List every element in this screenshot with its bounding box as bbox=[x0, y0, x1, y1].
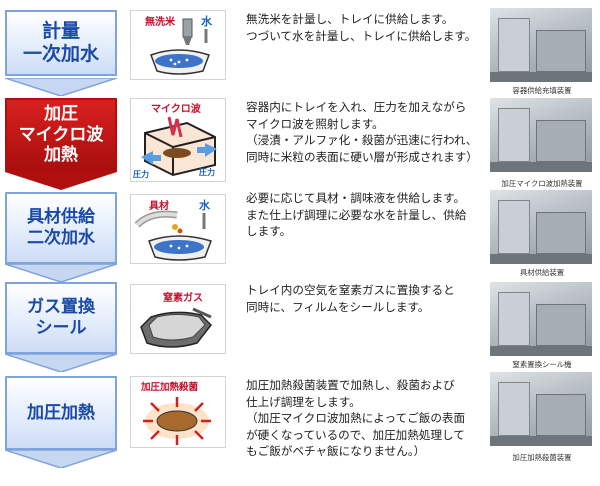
down-arrow-icon bbox=[5, 78, 117, 96]
step-label-box: 具材供給 二次加水 bbox=[5, 192, 117, 264]
step-label: 加圧加熱 bbox=[27, 402, 95, 423]
equipment-photo bbox=[490, 282, 592, 356]
equipment-photo bbox=[490, 98, 592, 172]
step-description: 無洗米を計量し、トレイに供給します。 つづいて水を計量し、トレイに供給します。 bbox=[246, 12, 477, 43]
step-description: トレイ内の空気を窒素ガスに置換すると 同時に、フィルムをシールします。 bbox=[246, 283, 455, 314]
icon-label-water: 水 bbox=[199, 198, 211, 212]
equipment-photo bbox=[490, 372, 592, 446]
down-arrow-icon bbox=[5, 264, 117, 282]
step-description: 容器内にトレイを入れ、圧力を加えながら マイクロ波を照射します。 （浸漬・アルフ… bbox=[246, 100, 478, 164]
rice-water-tray-icon: 無洗米 水 bbox=[130, 10, 226, 80]
down-arrow-icon bbox=[5, 172, 117, 190]
icon-label-nitrogen: 窒素ガス bbox=[163, 291, 203, 304]
pressure-sterilization-icon: 加圧加熱殺菌 bbox=[130, 376, 226, 448]
photo-caption: 具材供給装置 bbox=[519, 268, 565, 277]
step-label: 加圧 マイクロ波 加熱 bbox=[18, 103, 104, 166]
step-label: 計量 一次加水 bbox=[22, 19, 99, 65]
ingredients-water-icon: 具材 水 bbox=[130, 194, 226, 264]
step-label: ガス置換 シール bbox=[27, 297, 95, 338]
step-label-box: 加圧 マイクロ波 加熱 bbox=[5, 98, 117, 172]
photo-caption: 加圧加熱殺菌装置 bbox=[512, 453, 572, 462]
icon-label-ingredients: 具材 bbox=[148, 199, 169, 212]
step-description: 必要に応じて具材・調味液を供給します。 また仕上げ調理に必要な水を計量し、供給 … bbox=[246, 191, 467, 239]
icon-label-sterilization: 加圧加熱殺菌 bbox=[140, 381, 199, 393]
step-description: 加圧加熱殺菌装置で加熱し、殺菌および 仕上げ調理をします。 （加圧マイクロ波加熱… bbox=[246, 378, 466, 459]
icon-label-rice: 無洗米 bbox=[145, 15, 176, 28]
microwave-pressure-icon: マイクロ波 圧力 圧力 bbox=[130, 98, 226, 182]
equipment-photo bbox=[490, 8, 592, 82]
down-arrow-icon bbox=[5, 450, 117, 468]
icon-label-pressure-right: 圧力 bbox=[199, 167, 215, 177]
step-label-box: ガス置換 シール bbox=[5, 282, 117, 354]
icon-label-water: 水 bbox=[201, 14, 213, 28]
photo-caption: 加圧マイクロ波加熱装置 bbox=[501, 179, 583, 188]
step-label-box: 加圧加熱 bbox=[5, 376, 117, 450]
nitrogen-seal-icon: 窒素ガス bbox=[130, 284, 226, 354]
icon-label-pressure-left: 圧力 bbox=[133, 169, 149, 179]
down-arrow-icon bbox=[5, 354, 117, 372]
step-label: 具材供給 二次加水 bbox=[27, 207, 95, 248]
photo-caption: 窒素置換シール機 bbox=[512, 360, 572, 369]
photo-caption: 容器供給充填装置 bbox=[512, 86, 572, 95]
equipment-photo bbox=[490, 190, 592, 264]
icon-label-microwave: マイクロ波 bbox=[151, 102, 202, 115]
step-label-box: 計量 一次加水 bbox=[5, 10, 117, 76]
